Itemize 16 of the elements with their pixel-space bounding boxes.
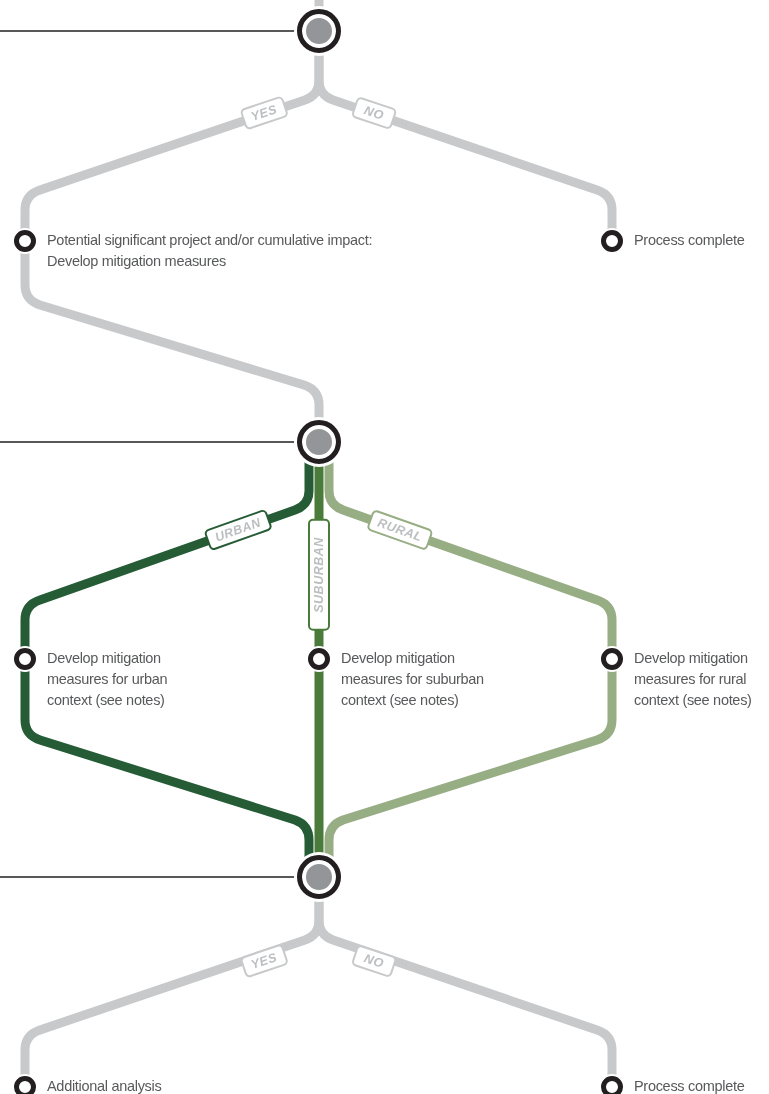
station-label: Process complete	[634, 231, 746, 250]
edge-label: YES	[239, 95, 289, 131]
station-label: Develop mitigation measures for rural context (see notes)	[634, 649, 753, 710]
station-label: Develop mitigation measures for urban context (see notes)	[47, 649, 169, 710]
station-label: Process complete	[634, 1077, 746, 1094]
decision-circle	[297, 420, 341, 464]
station-label: Potential significant project and/or cumulative impact: Develop mitigation measures	[47, 231, 374, 271]
station-label: Additional analysis	[47, 1077, 163, 1094]
station-label: Develop mitigation measures for suburban context (see notes)	[341, 649, 485, 710]
edge-label: NO	[350, 95, 398, 131]
decision-circle	[297, 9, 341, 53]
edge-label: YES	[239, 943, 289, 979]
route-line	[324, 670, 617, 859]
decision-circle	[297, 855, 341, 899]
edge-label: SUBURBAN	[308, 519, 330, 631]
edge-label: NO	[350, 943, 398, 979]
